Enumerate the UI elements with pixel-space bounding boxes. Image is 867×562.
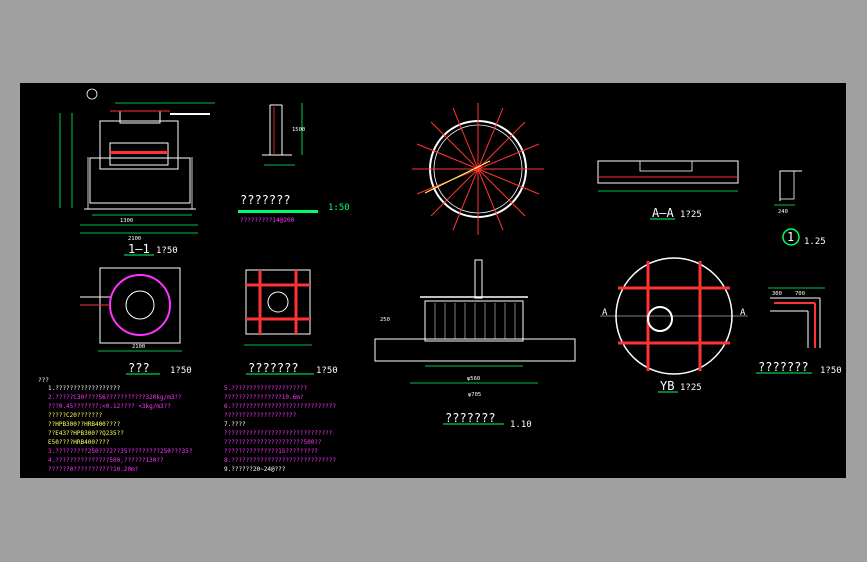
plan-rebar-title: ???????: [248, 361, 299, 375]
note-right-8: 8.?????????????????????????????: [224, 457, 336, 464]
view-yb-title: YB: [660, 379, 674, 393]
view-aa-title: A—A: [652, 206, 674, 220]
label-a-right: A: [740, 308, 746, 318]
view-circle-top: [412, 103, 544, 235]
dim-705: φ705: [468, 392, 481, 398]
note-right-3: ????????????????????: [224, 412, 297, 419]
view-a-a: A—A 1?25: [597, 160, 739, 220]
detail-1-num: 1: [787, 230, 794, 244]
detail-corner: 300 700 ??????? 1?50: [756, 287, 842, 376]
section-1-1: 1300 2100 1—1 1?50: [59, 88, 215, 256]
plan-left-title: ???: [128, 361, 150, 375]
note-right-7: ???????????????15?????????: [224, 448, 318, 455]
detail-corner-title: ???????: [758, 360, 809, 374]
note-right-6: ??????????????????????500??: [224, 439, 322, 446]
dim-2100-b: 2100: [132, 344, 145, 350]
dim-1500: 1500: [292, 127, 305, 133]
view-wall-scale: 1:50: [328, 203, 350, 213]
dim-700: 700: [795, 291, 805, 297]
dim-560: φ560: [467, 376, 480, 382]
dim-300: 300: [772, 291, 782, 297]
view-wall-top: 1500 ??????? 1:50 ?????????14@200: [238, 103, 350, 224]
plan-left: 2100 ??? 1?50: [80, 267, 192, 376]
plan-rebar-scale: 1?50: [316, 366, 338, 376]
view-yb-scale: 1?25: [680, 383, 702, 393]
view-wall-title: ???????: [240, 193, 291, 207]
detail-cover: φ560 φ705 ??????? 1.10 250: [374, 259, 576, 430]
note-left-10: ??????0???????????10.20m?: [48, 466, 139, 473]
detail-corner-scale: 1?50: [820, 366, 842, 376]
note-left-2: 2.?????C30????56???????????320kg/m3??: [48, 394, 182, 401]
note-right-0: 5.?????????????????????: [224, 385, 307, 392]
cad-drawing: 1300 2100 1—1 1?50 1500 ??????? 1:50 ???…: [38, 88, 842, 473]
view-wall-sub: ?????????14@200: [240, 217, 295, 224]
notes-left: ??? 1.?????????????????? 2.?????C30????5…: [38, 377, 193, 473]
note-right-4: 7.????: [224, 421, 246, 428]
detail-cover-title: ???????: [445, 411, 496, 425]
note-left-4: ?????C20???????: [48, 412, 103, 419]
note-left-9: 4.???????????????500,??????130??: [48, 457, 164, 464]
note-left-6: ??E43??HPB300??Q235??: [48, 430, 124, 437]
view-yb: A A YB 1?25: [600, 257, 748, 393]
drawing-canvas: 1300 2100 1—1 1?50 1500 ??????? 1:50 ???…: [20, 83, 846, 478]
notes-right: 5.????????????????????? ????????????????…: [224, 385, 336, 473]
dim-1300: 1300: [120, 218, 133, 224]
note-left-1: 1.??????????????????: [48, 385, 121, 392]
detail-1: 240 1 1.25: [774, 170, 826, 247]
note-right-9: 9.??????20~24@???: [224, 466, 286, 473]
detail-cover-scale: 1.10: [510, 420, 532, 430]
section-1-1-scale: 1?50: [156, 246, 178, 256]
note-left-8: 3.?????????250???2??35?????????250???35?: [48, 448, 193, 455]
note-left-5: ??HPB300??HRB400????: [48, 421, 121, 428]
note-left-0: ???: [38, 377, 49, 384]
note-right-5: ??????????????????????????????: [224, 430, 333, 437]
note-right-1: ????????????????10.6m?: [224, 394, 304, 401]
note-left-3: ???0.45???????:<0.12???? <3kg/m3??: [48, 403, 171, 410]
dim-240: 240: [778, 209, 788, 215]
section-1-1-title: 1—1: [128, 242, 150, 256]
view-aa-scale: 1?25: [680, 210, 702, 220]
dim-2100-a: 2100: [128, 236, 141, 242]
plan-left-scale: 1?50: [170, 366, 192, 376]
label-a-left: A: [602, 308, 608, 318]
note-left-7: E50????HRB400????: [48, 439, 110, 446]
note-right-2: 6.?????????????????????????????: [224, 403, 336, 410]
dim-250: 250: [380, 317, 390, 323]
plan-rebar: ??????? 1?50: [244, 269, 338, 376]
detail-1-scale: 1.25: [804, 237, 826, 247]
